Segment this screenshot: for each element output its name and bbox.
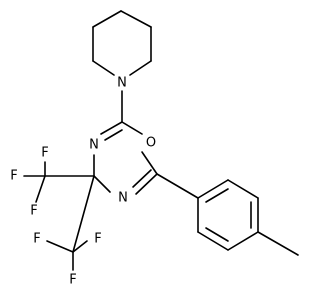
- bond: [92, 10, 122, 28]
- bond: [141, 151, 158, 175]
- atom-fluorine: F: [69, 273, 76, 288]
- atom-fluorine: F: [10, 169, 17, 184]
- bond: [100, 121, 123, 135]
- trifluoromethyl-lower: [46, 175, 95, 271]
- bond: [205, 227, 229, 242]
- bond: [35, 175, 46, 203]
- atom-ring-n-upper: N: [89, 138, 99, 153]
- oxadiazine-ring: [93, 121, 158, 195]
- bond: [93, 175, 111, 193]
- bond: [129, 60, 152, 76]
- atom-fluorine: F: [33, 232, 40, 247]
- bond-methyl: [257, 231, 299, 256]
- atom-ring-o: O: [146, 136, 156, 151]
- bond-c6-aryl: [156, 173, 199, 199]
- bond: [197, 179, 229, 199]
- bond: [120, 10, 152, 28]
- bond: [72, 240, 88, 253]
- bond: [104, 129, 123, 141]
- atom-fluorine: F: [30, 204, 37, 219]
- bond: [121, 121, 143, 135]
- bond: [92, 60, 115, 76]
- bond: [135, 173, 158, 195]
- bond: [227, 179, 259, 199]
- trifluoromethyl-upper: [23, 161, 95, 203]
- piperidine-ring: [92, 10, 152, 76]
- bond: [227, 231, 259, 251]
- atom-fluorine: F: [94, 232, 101, 247]
- molecule-structure: N O N N F F F F F F: [10, 10, 299, 288]
- bond: [46, 240, 74, 253]
- benzene-ring: [197, 179, 259, 251]
- bond: [205, 188, 229, 203]
- atom-fluorine: F: [41, 146, 48, 161]
- atom-ring-n-lower: N: [118, 191, 128, 206]
- bond: [72, 175, 95, 253]
- bond: [132, 169, 152, 188]
- atom-piperidine-n: N: [117, 76, 127, 91]
- bond: [197, 231, 229, 251]
